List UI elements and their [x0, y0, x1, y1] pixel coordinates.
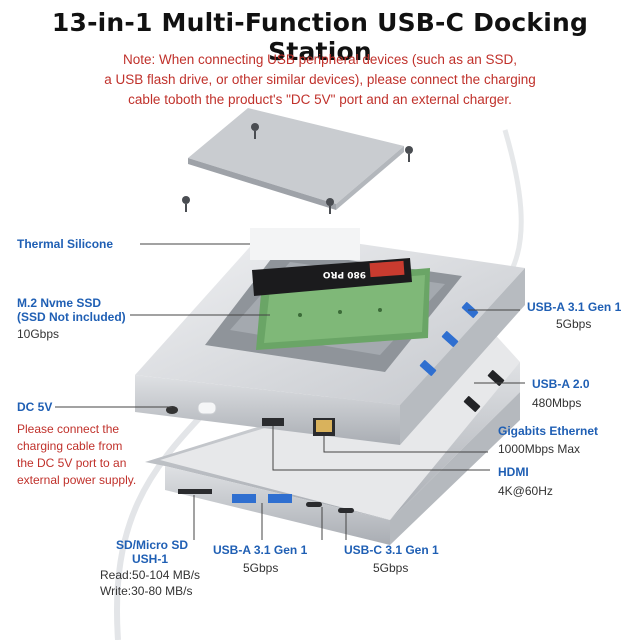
- leader-lines: [55, 243, 525, 540]
- label-hdmi: HDMI: [498, 465, 529, 479]
- dc5v-note-line: the DC 5V port to an: [17, 456, 127, 470]
- hdmi-port: [262, 418, 284, 426]
- screw-icon: [182, 123, 413, 214]
- dc5v-note-line: external power supply.: [17, 473, 137, 487]
- note-line: Note: When connecting USB peripheral dev…: [123, 52, 517, 67]
- label-thermal-silicone: Thermal Silicone: [17, 237, 114, 251]
- note-line: cable toboth the product's "DC 5V" port …: [128, 92, 512, 107]
- label-usba-bottom: USB-A 3.1 Gen 1: [213, 543, 308, 557]
- label-usba2: USB-A 2.0: [532, 377, 590, 391]
- charging-plug: [197, 401, 217, 415]
- dc5v-note-line: charging cable from: [17, 439, 123, 453]
- label-ethernet: Gigabits Ethernet: [498, 424, 599, 438]
- label-sd-read: Read:50-104 MB/s: [100, 568, 201, 582]
- dc-port: [166, 406, 178, 414]
- label-usba-right: USB-A 3.1 Gen 1: [527, 300, 622, 314]
- lid-plate: [188, 108, 404, 210]
- label-dc5v: DC 5V: [17, 400, 53, 414]
- cable-bottom: [114, 409, 208, 640]
- dc5v-note: Please connect the charging cable from t…: [17, 421, 136, 489]
- dc5v-note-line: Please connect the: [17, 422, 120, 436]
- note-line: a USB flash drive, or other similar devi…: [104, 72, 536, 87]
- charging-note: Note: When connecting USB peripheral dev…: [40, 50, 600, 110]
- ethernet-port: [313, 418, 335, 436]
- thermal-pad: [250, 228, 360, 260]
- label-usbc-bottom: USB-C 3.1 Gen 1: [344, 543, 439, 557]
- label-hdmi-speed: 4K@60Hz: [498, 484, 553, 498]
- label-m2-speed: 10Gbps: [17, 327, 60, 341]
- label-sd-write: Write:30-80 MB/s: [100, 584, 193, 598]
- usbc-bottom-ports: [306, 502, 354, 513]
- ssd-icon: 980 PRO: [252, 258, 412, 296]
- label-m2-ssd: M.2 Nvme SSD: [17, 296, 102, 310]
- sd-slot: [178, 489, 212, 494]
- label-usba-bottom-speed: 5Gbps: [243, 561, 279, 575]
- label-sd: SD/Micro SD: [116, 538, 189, 552]
- label-usbc-bottom-speed: 5Gbps: [373, 561, 409, 575]
- usba2-ports: [463, 370, 505, 412]
- label-ethernet-speed: 1000Mbps Max: [498, 442, 581, 456]
- label-m2-ssd-sub: (SSD Not included): [17, 310, 126, 324]
- ssd-brand: 980 PRO: [323, 269, 366, 279]
- label-usba2-speed: 480Mbps: [532, 396, 582, 410]
- label-sd-sub: USH-1: [132, 552, 169, 566]
- label-usba-right-speed: 5Gbps: [556, 317, 592, 331]
- page-title: 13-in-1 Multi-Function USB-C Docking Sta…: [51, 8, 589, 66]
- usba-bottom-ports: [232, 494, 292, 503]
